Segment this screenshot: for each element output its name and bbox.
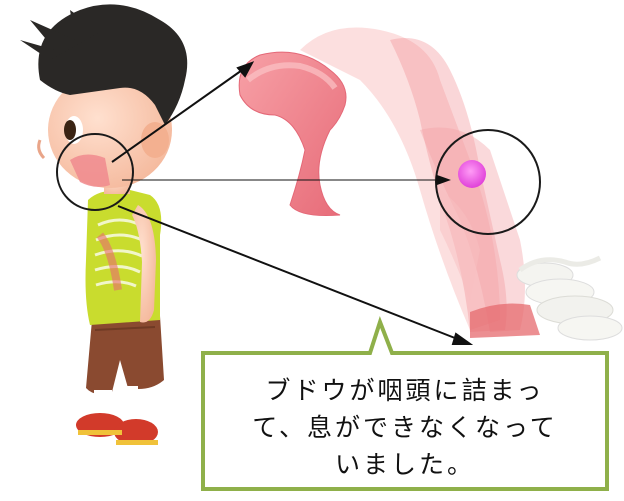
shorts: [86, 316, 164, 395]
boy-figure: [20, 4, 188, 445]
callout-text: ブドウが咽頭に詰まっ て、息ができなくなって いました。: [206, 368, 604, 486]
shoe-right: [114, 419, 158, 445]
arm: [132, 205, 156, 323]
spine-bones: [516, 255, 623, 341]
callout-box: [201, 316, 609, 491]
callout-line-1: ブドウが咽頭に詰まっ: [265, 375, 545, 405]
eye: [64, 120, 76, 140]
grape-obstruction: [458, 160, 486, 188]
boy-throat-circle: [56, 133, 134, 211]
callout-line-2: て、息ができなくなって: [252, 412, 558, 442]
ear: [141, 122, 169, 158]
tongue-shape: [238, 51, 347, 216]
pharynx-anatomy: [238, 27, 623, 341]
callout-line-3: いました。: [334, 449, 475, 479]
pointer-arrows: [111, 61, 474, 345]
